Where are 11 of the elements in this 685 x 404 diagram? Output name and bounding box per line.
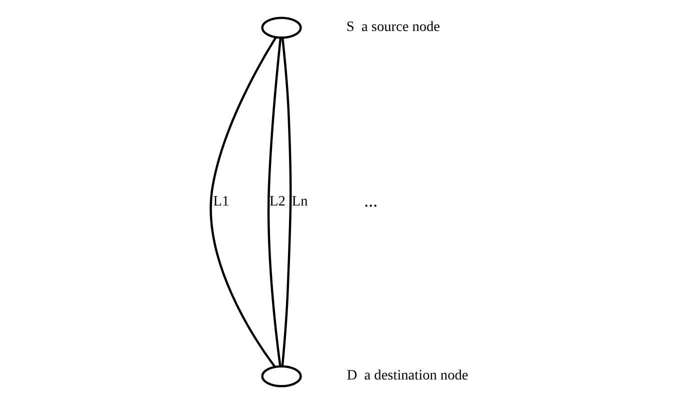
node-ellipse	[260, 365, 302, 388]
edge-label: L2	[269, 193, 285, 210]
connector	[209, 36, 276, 368]
connector	[280, 38, 292, 366]
edge-label: Ln	[291, 193, 308, 210]
node-label: S a source node	[346, 19, 440, 36]
label: ...	[364, 190, 378, 210]
edge-label: L1	[212, 193, 229, 210]
node-label: D a destination node	[346, 368, 468, 384]
node-ellipse	[260, 16, 302, 39]
connector	[266, 38, 282, 366]
